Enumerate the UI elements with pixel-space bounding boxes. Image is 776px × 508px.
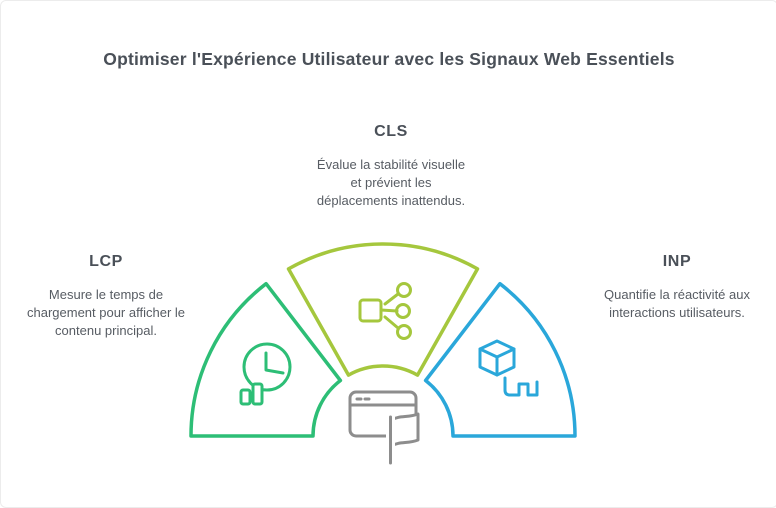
lcp-description: Mesure le temps de chargement pour affic… (26, 287, 186, 338)
inp-heading: INP (662, 253, 692, 270)
lcp-label-block: LCP Mesure le temps de chargement pour a… (26, 253, 186, 340)
lcp-heading: LCP (89, 253, 123, 270)
lcp-segment (189, 281, 343, 438)
cls-heading: CLS (374, 123, 408, 140)
inp-description: Quantifie la réactivité aux interactions… (604, 287, 750, 320)
cls-label-block: CLS Évalue la stabilité visuelle et prév… (311, 123, 471, 210)
cls-segment (286, 242, 480, 377)
inp-label-block: INP Quantifie la réactivité aux interact… (597, 253, 757, 322)
layout-nodes-icon (358, 282, 412, 340)
inp-segment (423, 281, 577, 438)
browser-flag-icon (348, 390, 420, 468)
cls-description: Évalue la stabilité visuelle et prévient… (316, 157, 466, 208)
page-title: Optimiser l'Expérience Utilisateur avec … (103, 49, 675, 69)
cube-flow-icon (478, 339, 539, 397)
clock-performance-icon (239, 342, 292, 406)
